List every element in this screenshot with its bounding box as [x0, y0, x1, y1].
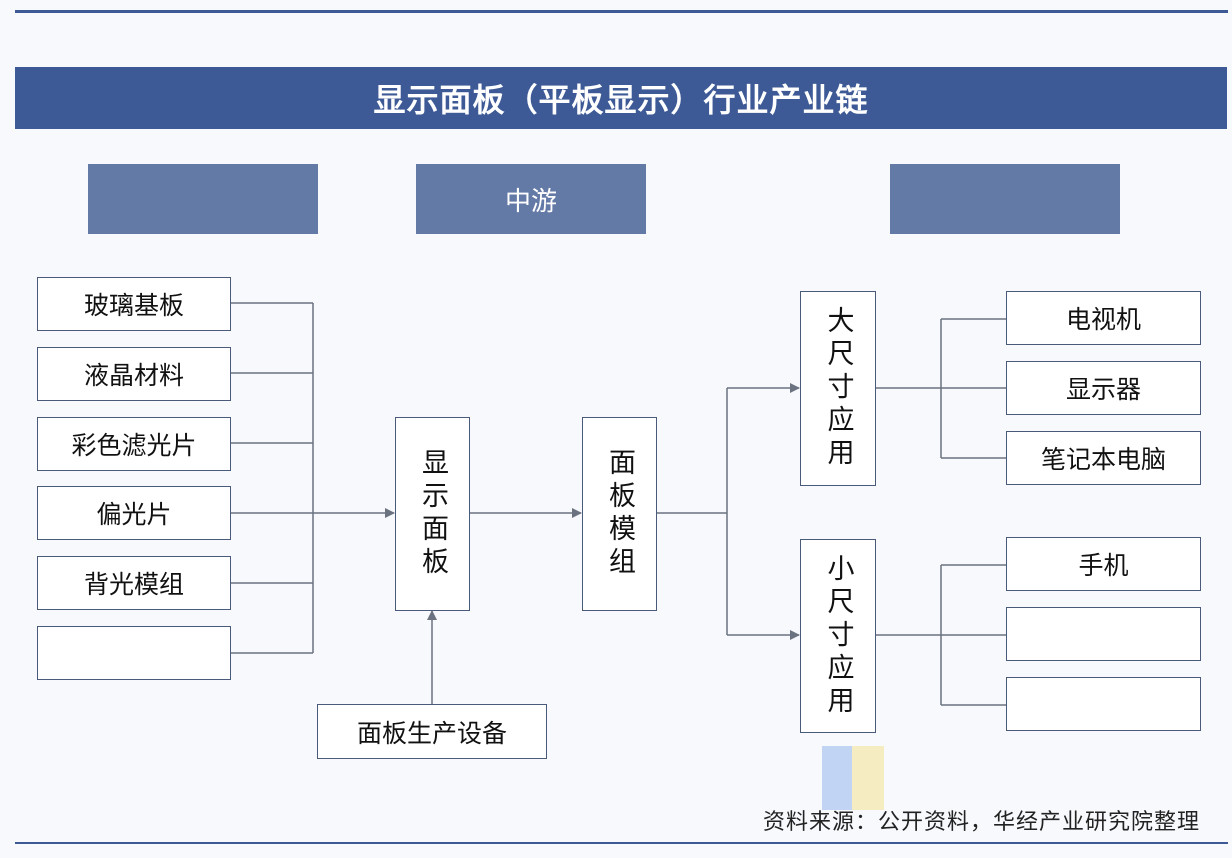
equipment-box: 面板生产设备	[317, 704, 547, 759]
upstream-item-liquid-crystal: 液晶材料	[37, 347, 231, 401]
module-box: 面板模组	[582, 417, 657, 611]
header-downstream	[890, 164, 1120, 234]
downstream-item-laptop: 笔记本电脑	[1006, 431, 1201, 485]
upstream-item-glass-substrate: 玻璃基板	[37, 277, 231, 331]
small-size-app-box: 小尺寸应用	[800, 539, 876, 733]
panel-box: 显示面板	[395, 417, 470, 611]
upstream-item-polarizer: 偏光片	[37, 486, 231, 540]
upstream-item-backlight: 背光模组	[37, 556, 231, 610]
source-note: 资料来源：公开资料，华经产业研究院整理	[762, 810, 1200, 835]
logo-watermark-right	[852, 746, 884, 810]
upstream-item-color-filter: 彩色滤光片	[37, 417, 231, 471]
downstream-item-blurred-1	[1006, 607, 1201, 661]
top-rule	[15, 10, 1228, 13]
bottom-rule	[15, 842, 1228, 844]
header-midstream: 中游	[416, 164, 646, 234]
upstream-item-blurred	[37, 626, 231, 680]
downstream-item-phone: 手机	[1006, 537, 1201, 591]
large-size-app-box: 大尺寸应用	[800, 291, 876, 486]
downstream-item-monitor: 显示器	[1006, 361, 1201, 415]
logo-watermark-left	[822, 746, 852, 810]
header-upstream	[88, 164, 318, 234]
downstream-item-tv: 电视机	[1006, 291, 1201, 345]
page-title: 显示面板（平板显示）行业产业链	[15, 67, 1227, 129]
downstream-item-blurred-2	[1006, 677, 1201, 731]
